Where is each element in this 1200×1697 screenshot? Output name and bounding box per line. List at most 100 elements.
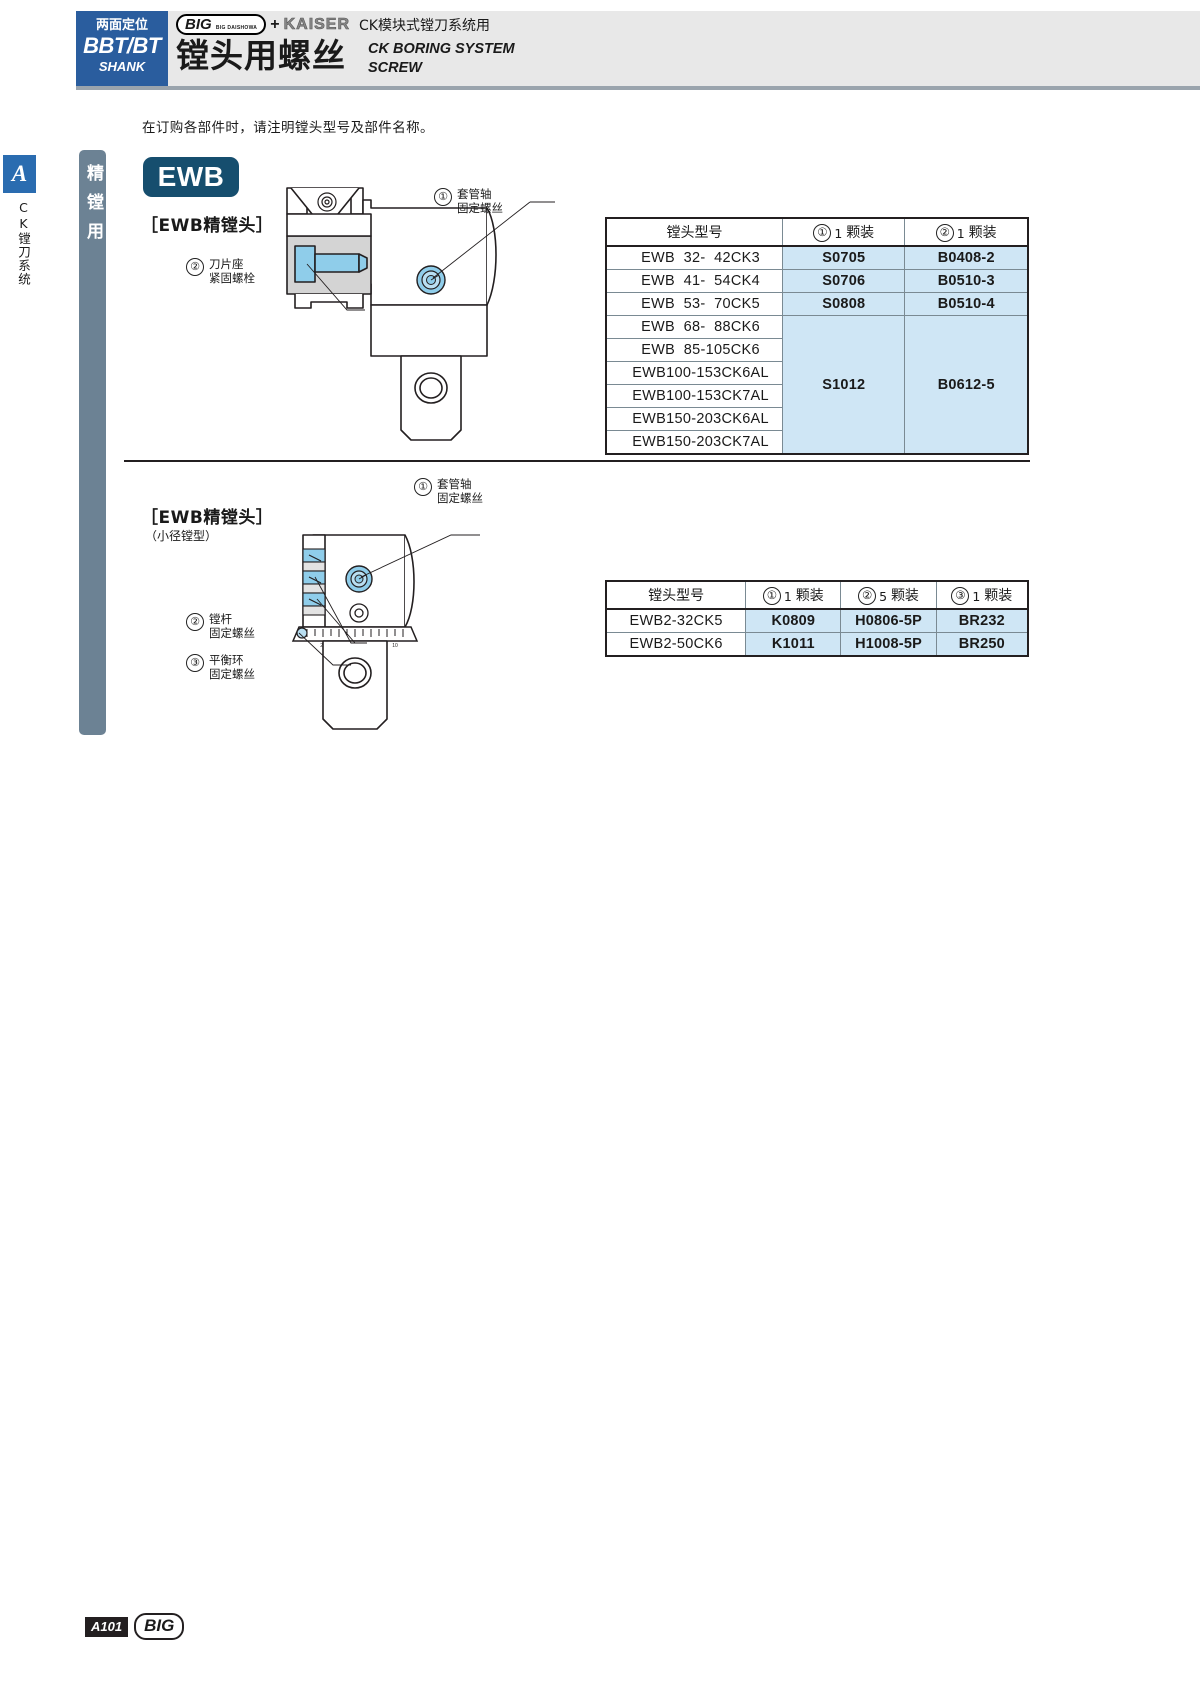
table1-col-1-unit: 颗装 — [846, 224, 875, 241]
table1-value-col1: S0705 — [782, 245, 906, 270]
table2-col-2-unit: 颗装 — [890, 587, 919, 604]
table1-model: EWB 68- 88CK6 — [605, 315, 784, 339]
circle-number-3-icon: ③ — [951, 587, 970, 606]
brand-tagline: CK模块式镗刀系统用 — [359, 17, 490, 34]
table1-merged-col2: B0612-5 — [904, 315, 1029, 455]
table1-value-col1: S0808 — [782, 292, 906, 316]
table2-col-1-qty: 1 — [783, 588, 792, 604]
table1-value-col2: B0510-3 — [904, 269, 1029, 293]
kaiser-logo: KAISER — [283, 15, 351, 33]
circle-number-2-icon: ② — [858, 587, 877, 606]
circle-number-2-icon: ② — [935, 224, 954, 243]
table1-model: EWB100-153CK6AL — [605, 361, 784, 385]
section2-caption-sub: （小径镗型） — [145, 529, 218, 543]
callout-number-1: ① — [434, 188, 452, 206]
table1-model: EWB 32- 42CK3 — [605, 245, 784, 270]
page-footer: A101 BIG — [85, 1613, 185, 1640]
table-row: EWB 41- 54CK4 S0706 B0510-3 — [605, 269, 1029, 293]
table2-col-3-qty: 1 — [972, 588, 981, 604]
sidebar-category-bar: 精镗用 — [79, 150, 106, 735]
table1-col-2-unit: 颗装 — [968, 224, 997, 241]
table1-model: EWB 53- 70CK5 — [605, 292, 784, 316]
table2-value-col3: BR232 — [935, 608, 1029, 633]
section2-callout-2: ② 镗杆 固定螺丝 — [186, 612, 255, 640]
table1-model: EWB 85-105CK6 — [605, 338, 784, 362]
table1-col-model-label: 镗头型号 — [666, 225, 723, 241]
callout-number-3: ③ — [186, 654, 204, 672]
brand-row: BIG BIG DAISHOWA + KAISER CK模块式镗刀系统用 — [176, 14, 490, 35]
callout-number-2: ② — [186, 613, 204, 631]
table2-col-model: 镗头型号 — [605, 580, 747, 610]
sidebar-category-label: 精镗用 — [83, 164, 103, 251]
page-title-en-line2: SCREW — [368, 60, 422, 76]
shank-badge-line2: BBT/BT — [83, 33, 161, 58]
circle-number-1-icon: ① — [762, 587, 781, 606]
section2-caption: ［EWB精镗头］ — [141, 508, 274, 528]
table-row: EWB 68- 88CK6 S1012 B0612-5 — [605, 315, 1029, 455]
table2-col-1-unit: 颗装 — [795, 587, 824, 604]
callout-label-2: 刀片座 紧固螺栓 — [209, 257, 255, 285]
svg-text:10: 10 — [392, 643, 398, 649]
table2-model: EWB2-50CK6 — [605, 632, 747, 657]
table-row: EWB2-50CK6 K1011 H1008-5P BR250 — [605, 632, 1029, 657]
section1-caption: ［EWB精镗头］ — [141, 216, 274, 236]
table-row: EWB150-203CK7AL — [605, 430, 1028, 455]
table-row: EWB150-203CK6AL — [605, 407, 1028, 431]
table-row: EWB 32- 42CK3 S0705 B0408-2 — [605, 245, 1029, 270]
section2-callout-3: ③ 平衡环 固定螺丝 — [186, 653, 255, 681]
section1-callout-1: ① 套管轴 固定螺丝 — [434, 187, 503, 215]
section-tab-a[interactable]: A — [3, 155, 36, 193]
table1-value-col2: B0510-4 — [904, 292, 1029, 316]
table2-col-3-unit: 颗装 — [984, 587, 1013, 604]
shank-type-badge: 两面定位 BBT/BT SHANK — [76, 11, 168, 86]
table-row: EWB100-153CK6AL — [605, 361, 1028, 385]
table1-col-model: 镗头型号 — [605, 217, 784, 247]
section-tab-a-label: CK镗刀系统 — [16, 200, 31, 286]
callout-label-1: 套管轴 固定螺丝 — [437, 477, 483, 505]
big-daishowa-logo: BIG BIG DAISHOWA — [176, 14, 267, 35]
table-row: EWB 53- 70CK5 S0808 B0510-4 — [605, 292, 1029, 316]
table1-model: EWB 41- 54CK4 — [605, 269, 784, 293]
ewb-series-badge: EWB — [143, 157, 239, 197]
table1-model: EWB100-153CK7AL — [605, 384, 784, 408]
table2-model: EWB2-32CK5 — [605, 608, 747, 633]
shank-badge-line1: 两面定位 — [95, 17, 148, 32]
table-row: EWB100-153CK7AL — [605, 384, 1028, 408]
page-title-cn: 镗头用螺丝 — [176, 36, 346, 75]
big-logo-text: BIG — [185, 16, 212, 33]
table1-value-col2: B0408-2 — [904, 245, 1029, 270]
callout-number-2: ② — [186, 258, 204, 276]
table2-col-2-qty: 5 — [879, 588, 888, 604]
shank-badge-line3: SHANK — [98, 59, 146, 74]
table2-value-col2: H1008-5P — [840, 632, 937, 657]
table1-value-col1: S0706 — [782, 269, 906, 293]
plus-icon: + — [270, 15, 280, 33]
callout-label-2: 镗杆 固定螺丝 — [209, 612, 255, 640]
big-logo-subtext: BIG DAISHOWA — [215, 25, 258, 31]
table1-model: EWB150-203CK7AL — [605, 430, 784, 455]
circle-number-1-icon: ① — [813, 224, 832, 243]
page-number: A101 — [85, 1616, 129, 1637]
callout-label-1: 套管轴 固定螺丝 — [457, 187, 503, 215]
ordering-note: 在订购各部件时，请注明镗头型号及部件名称。 — [142, 120, 434, 136]
table1-model: EWB150-203CK6AL — [605, 407, 784, 431]
table1-col-2-qty: 1 — [956, 225, 965, 241]
ewb-boring-head-diagram — [255, 180, 585, 450]
table1-col-1-qty: 1 — [834, 225, 843, 241]
section2-callout-1: ① 套管轴 固定螺丝 — [414, 477, 483, 505]
table-row: EWB2-32CK5 K0809 H0806-5P BR232 — [605, 608, 1029, 633]
table2-value-col3: BR250 — [935, 632, 1029, 657]
table2-value-col1: K1011 — [745, 632, 842, 657]
table2-col-model-label: 镗头型号 — [648, 588, 705, 604]
table1-merged-col1: S1012 — [782, 315, 906, 455]
page-title-en: CK BORING SYSTEM SCREW — [368, 40, 515, 78]
big-footer-logo: BIG — [134, 1613, 185, 1640]
callout-label-3: 平衡环 固定螺丝 — [209, 653, 255, 681]
